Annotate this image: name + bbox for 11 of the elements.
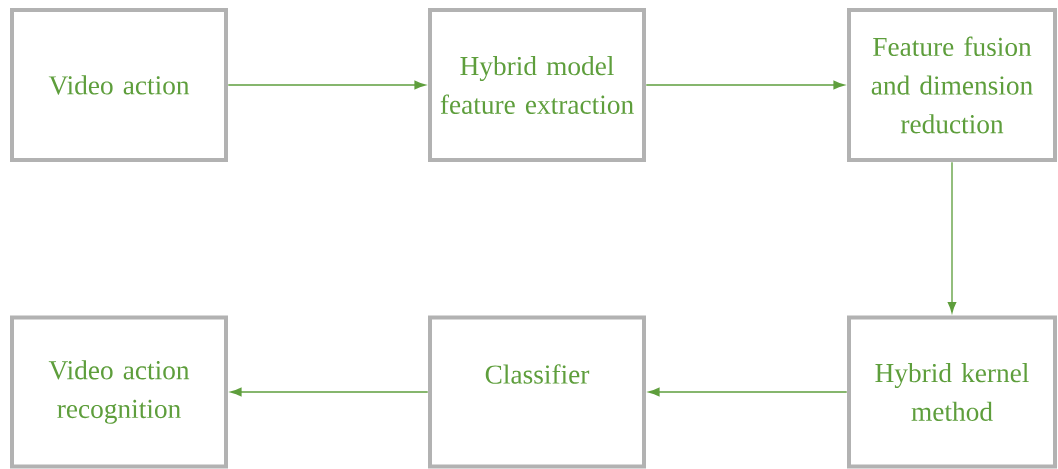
process-box: Video action — [10, 8, 228, 162]
process-box: Video action recognition — [10, 315, 228, 469]
process-box: Classifier — [428, 315, 646, 469]
process-box: Hybrid model feature extraction — [428, 8, 646, 162]
process-box: Hybrid kernel method — [847, 315, 1057, 469]
arrow — [648, 387, 848, 397]
arrow — [645, 80, 845, 90]
arrow — [227, 80, 426, 90]
process-box: Feature fusion and dimension reduction — [847, 8, 1057, 162]
arrow — [947, 161, 957, 313]
arrow — [230, 387, 429, 397]
